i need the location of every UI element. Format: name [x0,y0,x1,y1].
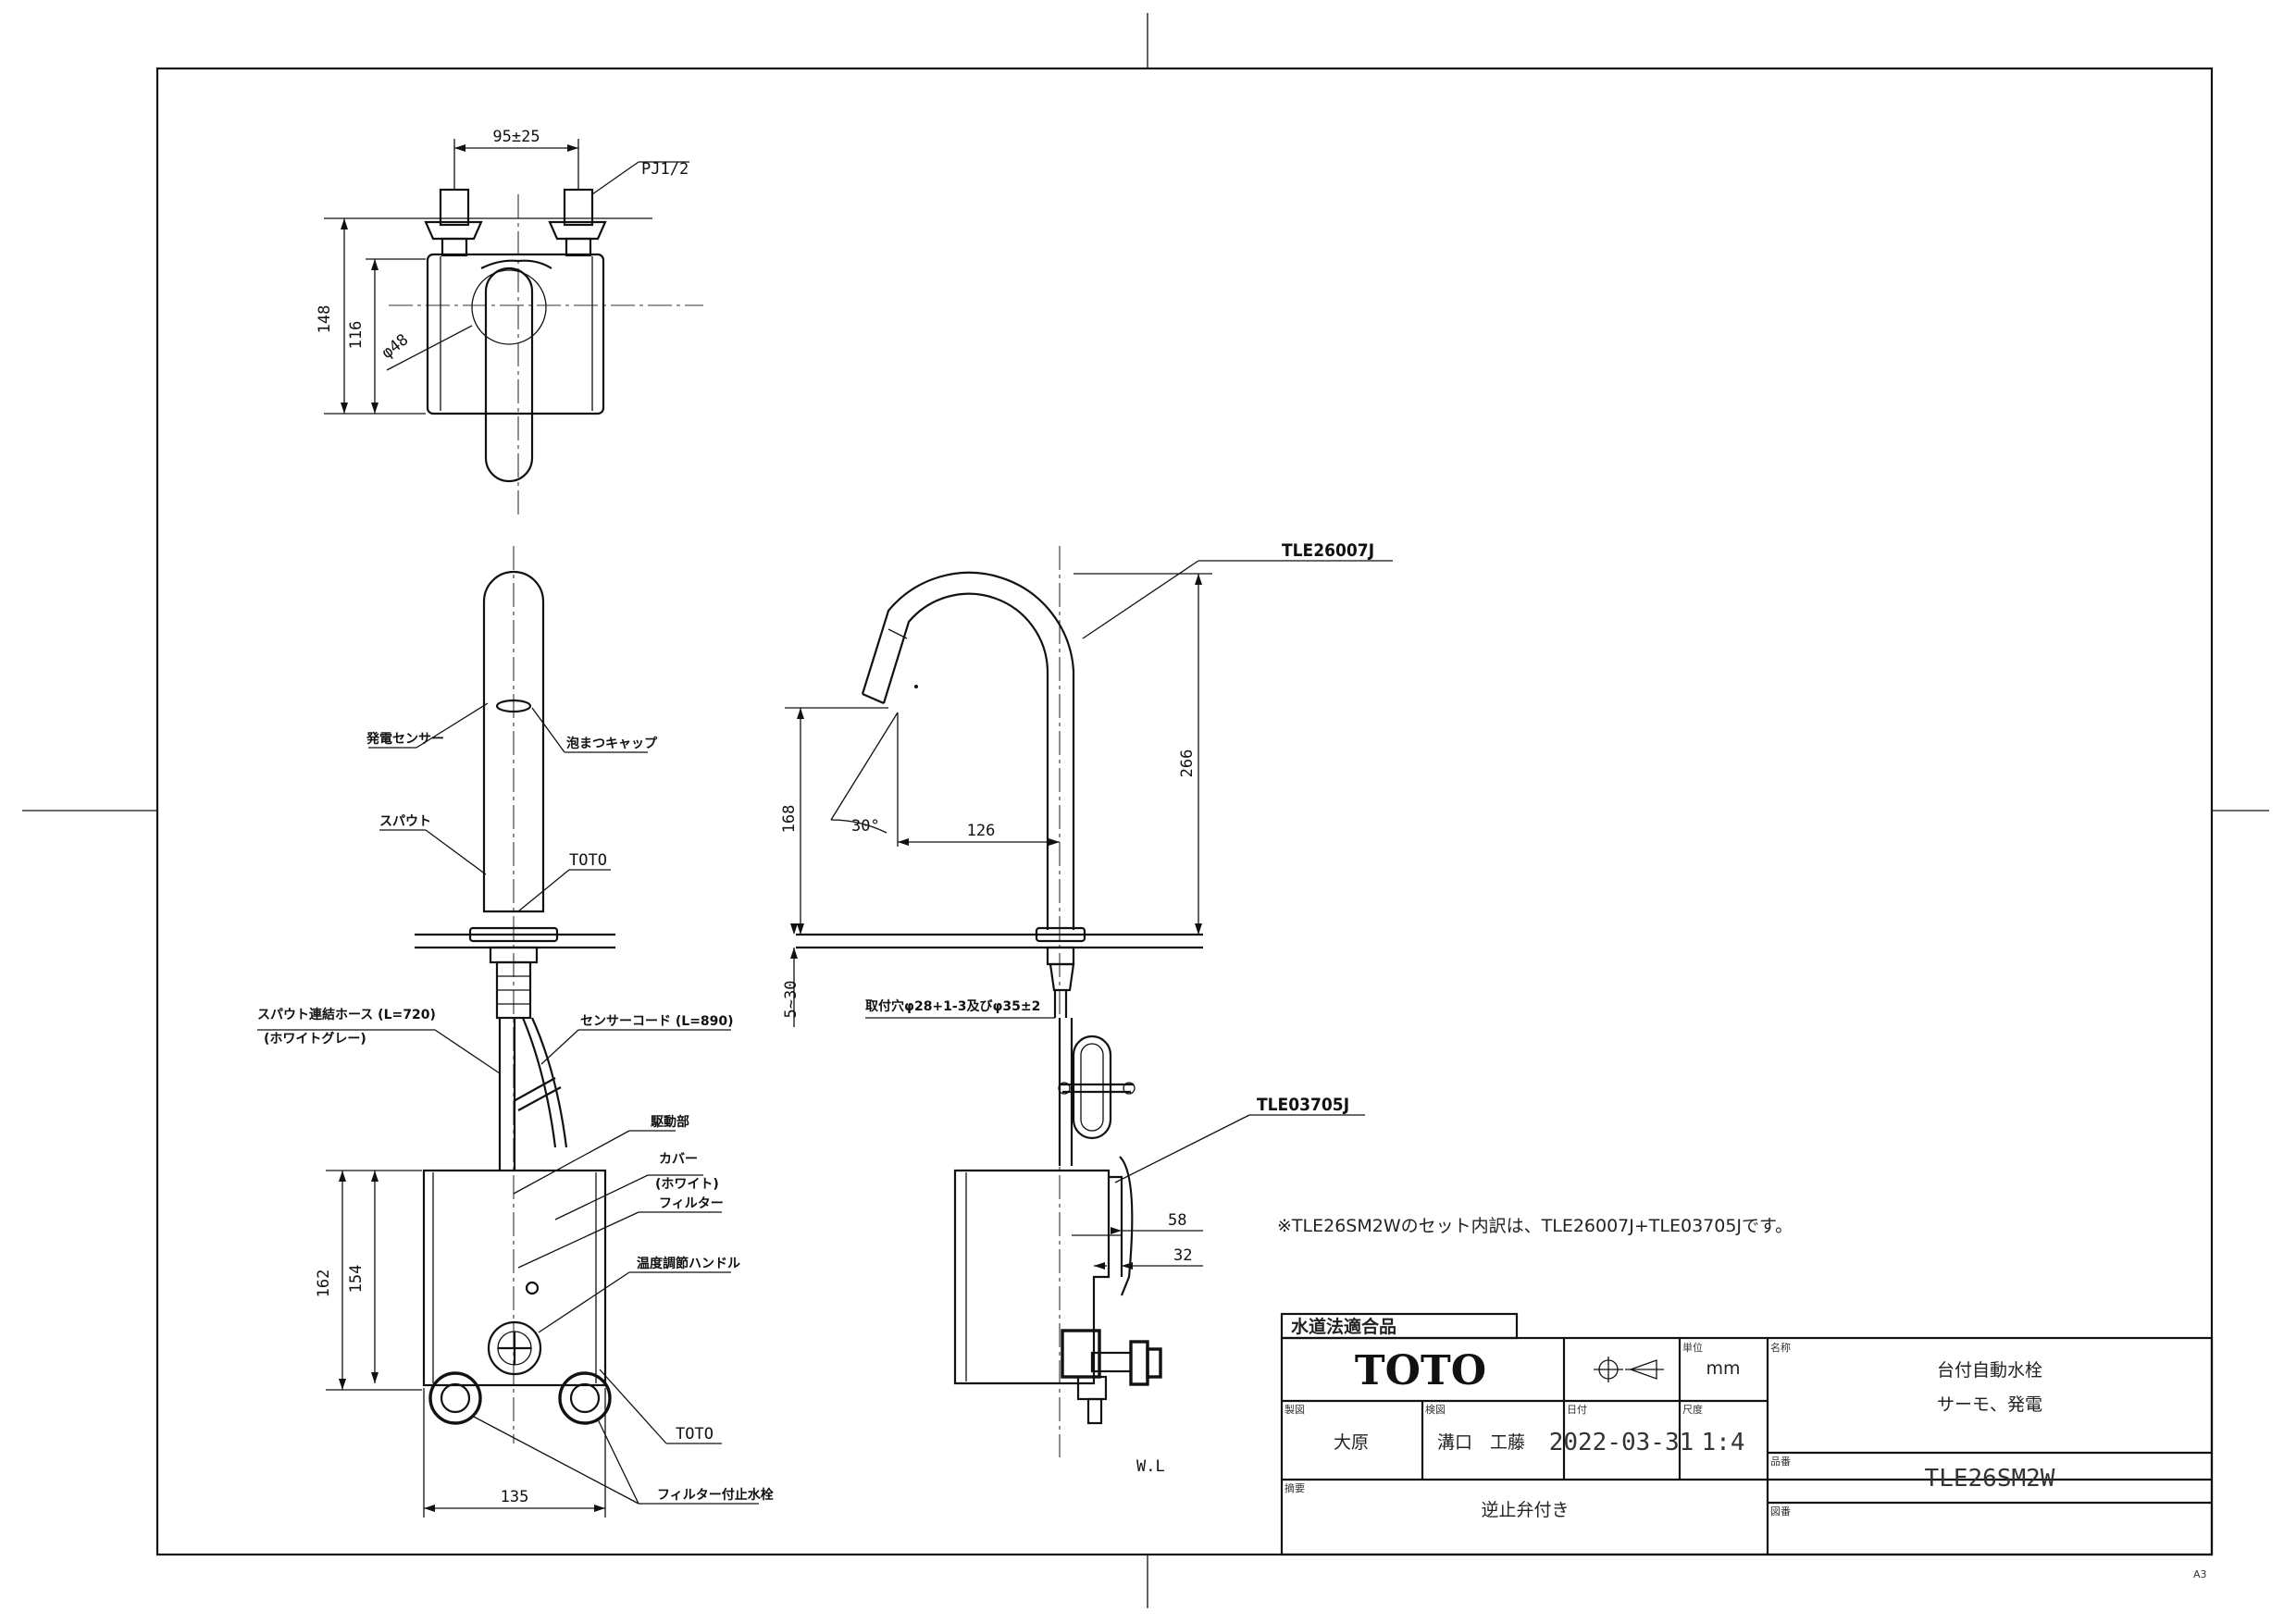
label-sensor: 発電センサー [366,731,444,747]
drawn-label: 製図 [1285,1403,1305,1416]
set-composition-note: ※TLE26SM2Wのセット内訳は、TLE26007J+TLE03705Jです。 [1277,1216,1793,1236]
dim-spout-height: 266 [1178,750,1197,778]
cert-label: 水道法適合品 [1291,1316,1396,1337]
label-spout-model: TLE26007J [1282,540,1374,561]
scale-value: 1:4 [1702,1429,1745,1456]
checked-label: 検図 [1425,1403,1446,1416]
date-value: 2022-03-31 [1549,1429,1694,1456]
name-line2: サーモ、発電 [1937,1394,2042,1415]
label-toto-body: TOTO [676,1425,714,1443]
dim-top-width: 95±25 [492,128,540,146]
label-aerator: 泡まつキャップ [566,736,658,751]
label-cover: カバー [659,1152,698,1167]
label-filter: フィルター [659,1196,724,1211]
dim-body-height-total: 162 [315,1270,333,1298]
scale-label: 尺度 [1682,1403,1703,1416]
dim-top-height-body: 116 [347,321,366,350]
date-label: 日付 [1567,1404,1587,1416]
part-no-label: 品番 [1770,1456,1791,1468]
sheet-border [155,67,2214,1556]
side-view: 266 168 126 30° 5~30 取付穴φ28+1-3及びφ35±2 5… [780,540,1393,1476]
title-block: 水道法適合品 TOTO 単位 mm 名称 台付自動水栓 サーモ、発電 製図 大原… [1280,1312,2214,1556]
checked-by-2: 工藤 [1490,1432,1525,1453]
dim-body-width: 135 [501,1488,529,1506]
label-pipe-thread: PJ1/2 [641,160,689,179]
unit-label: 単位 [1682,1341,1703,1354]
drawing-no-label: 図番 [1770,1505,1791,1518]
label-toto-front: TOTO [569,851,607,870]
name-line1: 台付自動水栓 [1937,1360,2042,1381]
label-body-model: TLE03705J [1257,1095,1349,1115]
label-cover-color: (ホワイト) [655,1177,719,1192]
name-label: 名称 [1770,1341,1791,1354]
remarks-value: 逆止弁付き [1481,1500,1569,1520]
checked-by-1: 溝口 [1437,1432,1472,1453]
label-spout: スパウト [379,814,431,829]
label-hose: スパウト連結ホース (L=720) [257,1007,436,1022]
dim-top-spout-dia: φ48 [379,330,413,363]
dim-sensor-angle: 30° [851,817,880,836]
dim-side-depth-a: 58 [1168,1211,1186,1230]
remarks-label: 摘要 [1285,1481,1305,1494]
dim-outlet-height: 168 [780,805,799,834]
label-drive-unit: 駆動部 [651,1114,689,1130]
part-no-value: TLE26SM2W [1925,1465,2055,1493]
label-wl: W.L [1136,1457,1165,1476]
dim-spout-reach: 126 [967,822,996,840]
top-view: 95±25 PJ1/2 148 116 φ48 [316,128,703,518]
logo: TOTO [1355,1347,1486,1394]
label-sensor-cord: センサーコード (L=890) [580,1014,734,1029]
label-hose-color: (ホワイトグレー) [264,1031,366,1047]
front-view: 162 154 135 発電センサー 泡まつキャップ スパウト TOTO スパウ… [257,546,774,1518]
label-filter-valve: フィルター付止水栓 [657,1487,774,1503]
dim-mount-hole: 取付穴φ28+1-3及びφ35±2 [865,998,1040,1014]
projection-symbol-icon [1594,1357,1664,1382]
unit-value: mm [1706,1358,1740,1379]
sheet-size-label: A3 [2193,1568,2207,1580]
drawn-by: 大原 [1334,1432,1369,1453]
dim-body-height: 154 [347,1265,366,1294]
dim-deck-thickness: 5~30 [782,981,800,1019]
label-temp-handle: 温度調節ハンドル [637,1256,740,1271]
dim-top-height-total: 148 [316,305,334,334]
dim-side-depth-b: 32 [1173,1246,1192,1265]
